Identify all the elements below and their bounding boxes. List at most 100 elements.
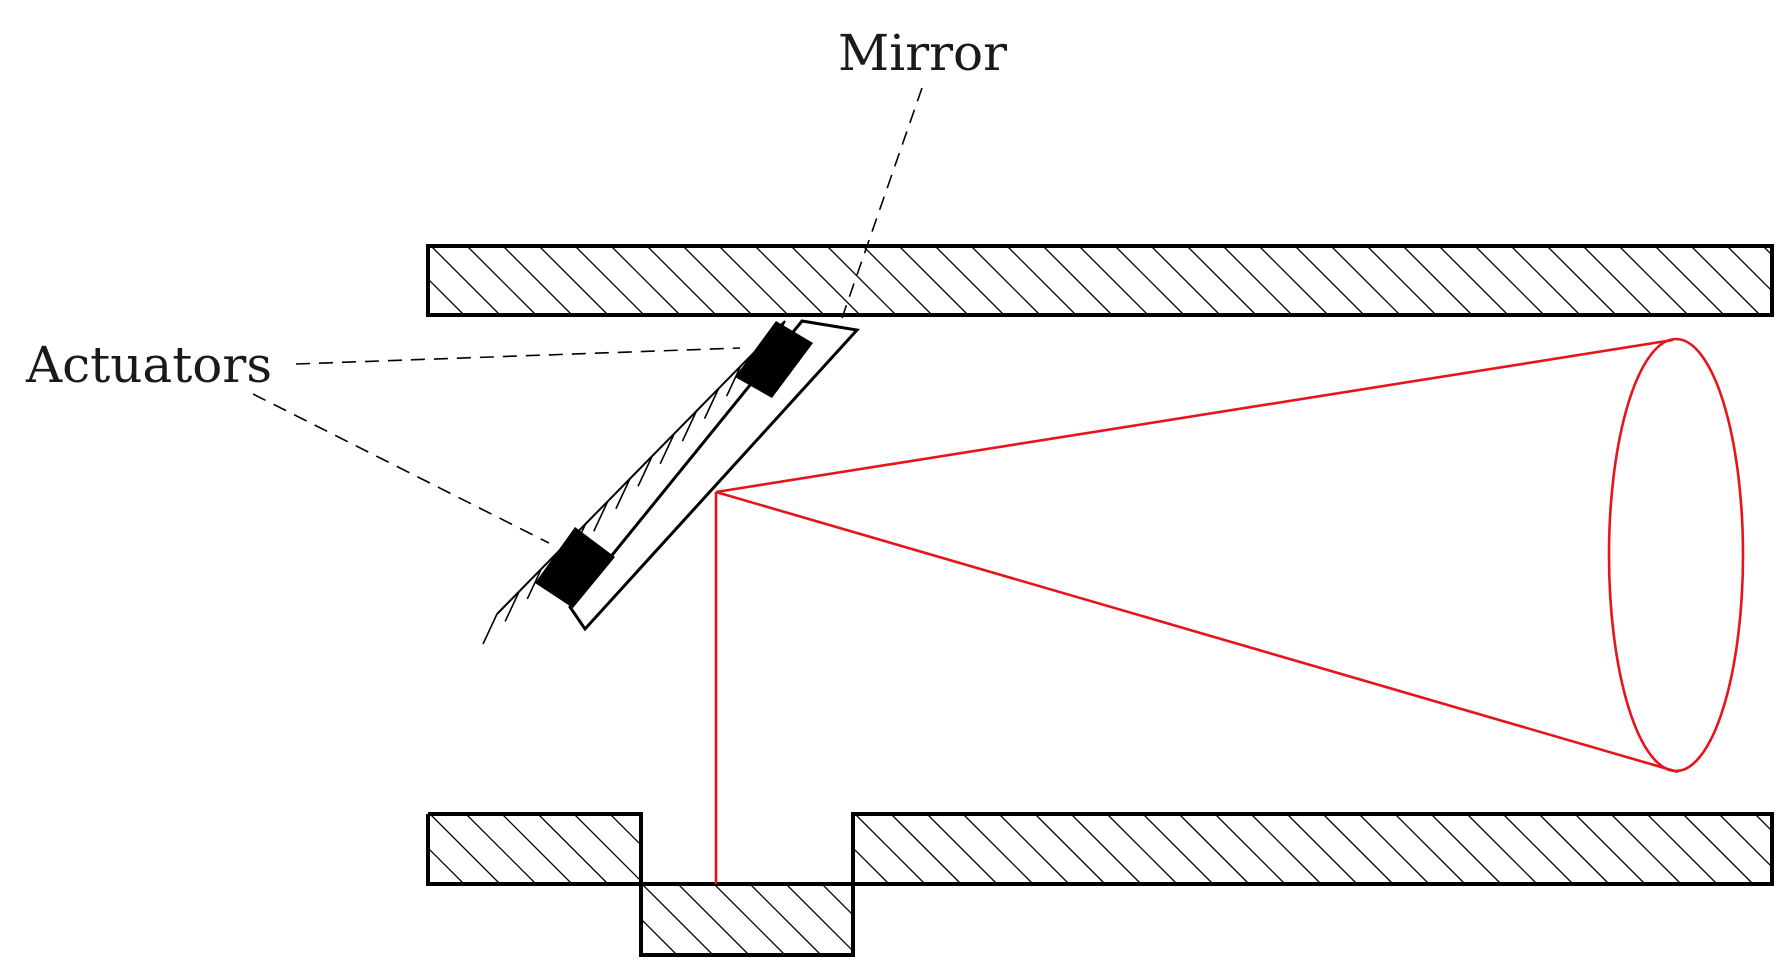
hatch-line — [1034, 814, 1106, 884]
actuator-leader-lower — [252, 393, 550, 544]
mount-surface-line — [496, 320, 786, 615]
hatch-line — [790, 246, 861, 315]
hatch-line — [934, 246, 1005, 315]
hatch-line — [641, 954, 642, 955]
hatch-line — [428, 314, 429, 315]
hatch-line — [1690, 246, 1761, 315]
hatch-line — [573, 814, 641, 882]
hatch-line — [646, 246, 717, 315]
hatch-line — [1402, 246, 1473, 315]
bottom-wall — [426, 812, 1774, 957]
hatch-line — [610, 246, 681, 315]
hatch-lines-top — [428, 246, 1772, 315]
hatch-line — [1214, 814, 1286, 884]
hatch-lines-bottom-left — [428, 814, 641, 884]
mount-tick — [526, 568, 543, 600]
hatch-line — [1150, 246, 1221, 315]
mirror-mount-surface — [482, 320, 786, 645]
hatch-line — [890, 814, 962, 884]
hatch-line — [718, 246, 789, 315]
hatch-line — [1682, 814, 1754, 884]
hatch-line — [1510, 246, 1581, 315]
hatch-line — [862, 246, 933, 315]
hatch-line — [501, 814, 573, 884]
hatch-line — [1106, 814, 1178, 884]
hatch-line — [998, 814, 1070, 884]
actuator-leader-upper — [295, 347, 741, 365]
hatch-line — [1466, 814, 1538, 884]
top-wall-outline — [426, 244, 1774, 317]
hatch-line — [677, 884, 750, 955]
beam-cone-upper-edge — [715, 338, 1674, 494]
hatch-line — [537, 814, 609, 884]
hatch-line — [826, 246, 897, 315]
hatch-line — [1322, 814, 1394, 884]
bottom-right-hatching — [853, 814, 1772, 884]
actuator-upper — [735, 321, 813, 398]
hatch-line — [1258, 246, 1329, 315]
hatch-line — [962, 814, 1034, 884]
hatch-line — [1142, 814, 1214, 884]
hatch-line — [428, 883, 429, 884]
hatch-line — [926, 814, 998, 884]
mount-tick — [681, 410, 698, 442]
hatch-line — [1250, 814, 1322, 884]
hatch-line — [1006, 246, 1077, 315]
hatch-line — [1366, 246, 1437, 315]
hatch-line — [713, 884, 786, 955]
top-wall — [426, 244, 1774, 317]
hatch-line — [749, 884, 822, 955]
hatch-line — [1610, 814, 1682, 884]
hatch-line — [1222, 246, 1293, 315]
hatch-line — [1754, 814, 1772, 832]
hatch-line — [538, 246, 609, 315]
actuators-label: Actuators — [26, 336, 272, 394]
hatch-line — [1718, 814, 1772, 868]
hatch-line — [1078, 246, 1149, 315]
hatch-line — [1070, 814, 1142, 884]
beam-cone-lower-edge — [715, 490, 1679, 774]
hatch-line — [682, 246, 753, 315]
mirror-label: Mirror — [838, 24, 1007, 82]
hatch-line — [1042, 246, 1113, 315]
hatch-line — [1186, 246, 1257, 315]
hatch-line — [1538, 814, 1610, 884]
hatch-line — [898, 246, 969, 315]
mount-tick — [659, 433, 675, 465]
leader-lines — [252, 87, 923, 544]
hatch-line — [1430, 814, 1502, 884]
hatch-line — [609, 814, 641, 846]
hatch-line — [1618, 246, 1689, 315]
hatch-line — [1330, 246, 1401, 315]
hatch-line — [465, 814, 537, 884]
mount-tick — [482, 613, 498, 645]
hatch-line — [502, 246, 573, 315]
mirror-plate — [568, 319, 860, 632]
hatch-line — [754, 246, 825, 315]
hatch-line — [1502, 814, 1574, 884]
hatch-line — [574, 246, 645, 315]
top-wall-hatching — [428, 246, 1772, 315]
actuator-lower — [535, 527, 615, 608]
hatch-line — [1546, 246, 1617, 315]
hatch-line — [430, 246, 501, 315]
hatch-line — [1394, 814, 1466, 884]
hatch-lines-bottom-right — [853, 814, 1772, 884]
bottom-left-hatching — [428, 814, 641, 884]
hatch-line — [785, 884, 853, 952]
hatch-line — [466, 246, 537, 315]
hatch-line — [1114, 246, 1185, 315]
hatch-line — [1474, 246, 1545, 315]
mount-tick — [725, 365, 742, 397]
hatch-line — [1646, 814, 1718, 884]
bottom-step-hatching — [641, 884, 853, 955]
mount-tick — [637, 455, 653, 487]
hatch-line — [1358, 814, 1430, 884]
hatch-line — [429, 814, 501, 884]
mount-surface-ticks — [482, 320, 786, 645]
hatch-line — [1286, 814, 1358, 884]
mount-tick — [504, 591, 520, 622]
hatch-line — [641, 884, 714, 955]
